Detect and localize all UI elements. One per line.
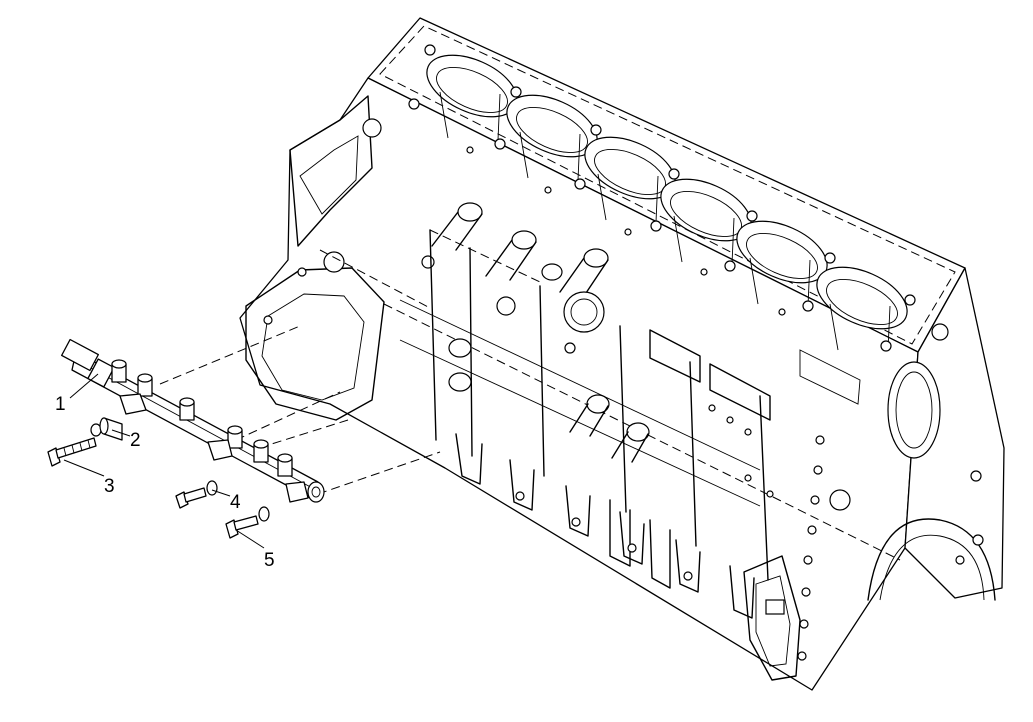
- spacer: [90, 417, 123, 441]
- callout-4-label: 4: [230, 492, 241, 513]
- callout-4: 4: [211, 489, 241, 513]
- side-edge-holes: [708, 404, 825, 661]
- fuel-rail: [60, 338, 325, 503]
- skirt-lugs: [455, 433, 755, 619]
- block-rear-face: [904, 267, 1005, 599]
- front-face-bosses: [421, 202, 650, 463]
- fuel-rail-assembly: [47, 325, 441, 539]
- screw-5: [225, 506, 270, 539]
- cylinder-bores: [426, 54, 908, 351]
- callout-5: 5: [235, 529, 275, 571]
- callout-3: 3: [63, 459, 115, 497]
- callout-5-label: 5: [264, 550, 275, 571]
- rail-outlets: [111, 359, 293, 477]
- callout-2: 2: [111, 429, 141, 451]
- callouts: 1 2 3 4 5: [55, 373, 275, 571]
- front-face-ribs: [399, 229, 769, 581]
- callout-1: 1: [55, 373, 99, 415]
- screw-4: [175, 480, 218, 509]
- screw-long: [47, 437, 97, 467]
- callout-3-label: 3: [104, 476, 115, 497]
- callout-2-label: 2: [130, 430, 141, 451]
- callout-1-label: 1: [55, 394, 66, 415]
- deck-holes: [408, 44, 916, 352]
- engine-block: [239, 17, 1005, 691]
